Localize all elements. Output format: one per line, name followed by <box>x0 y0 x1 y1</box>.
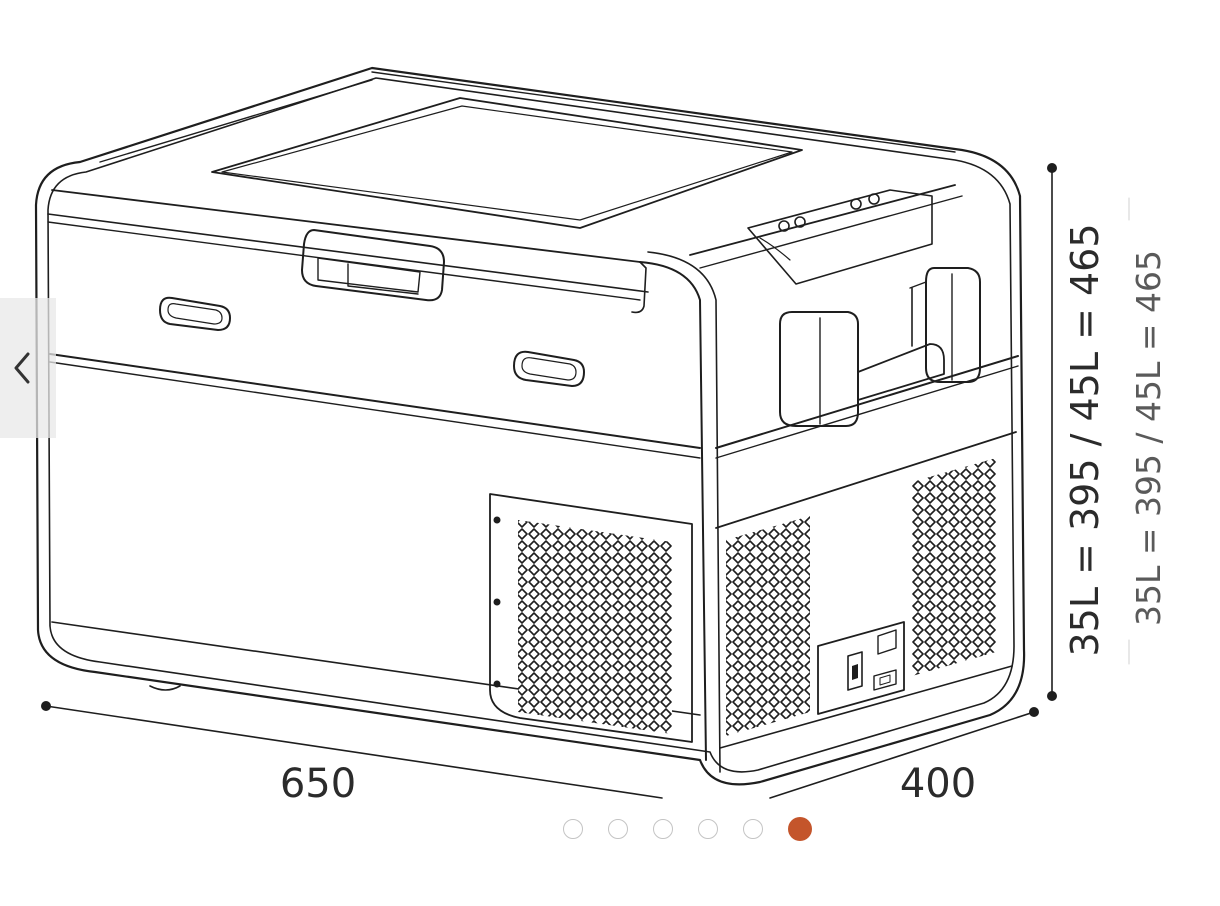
front-vent-panel <box>489 493 693 743</box>
front-grips <box>159 296 585 387</box>
carousel-dot-5[interactable] <box>743 819 763 839</box>
carousel-dot-6-active[interactable] <box>788 817 812 841</box>
power-port-panel <box>817 621 905 715</box>
side-vent-panels <box>726 458 996 736</box>
height-dimension-label: 35L = 395 / 45L = 465 <box>1063 223 1107 656</box>
width-dimension-label: 650 <box>280 761 356 807</box>
side-carry-handle <box>779 267 981 427</box>
control-panel <box>747 189 933 285</box>
lid-handle <box>301 229 647 314</box>
depth-dimension-label: 400 <box>900 761 976 807</box>
dimension-lines <box>41 163 1130 799</box>
lid-glass-panel <box>99 71 956 229</box>
chevron-left-icon <box>14 352 30 384</box>
carousel-previous-button[interactable] <box>0 298 56 438</box>
carousel-dot-4[interactable] <box>698 819 718 839</box>
fridge-body <box>34 66 1026 786</box>
carousel-dot-1[interactable] <box>563 819 583 839</box>
carousel-pagination <box>563 816 812 842</box>
carousel-dot-2[interactable] <box>608 819 628 839</box>
height-dimension-label-repeat: 35L = 395 / 45L = 465 <box>1129 250 1168 626</box>
carousel-dot-3[interactable] <box>653 819 673 839</box>
